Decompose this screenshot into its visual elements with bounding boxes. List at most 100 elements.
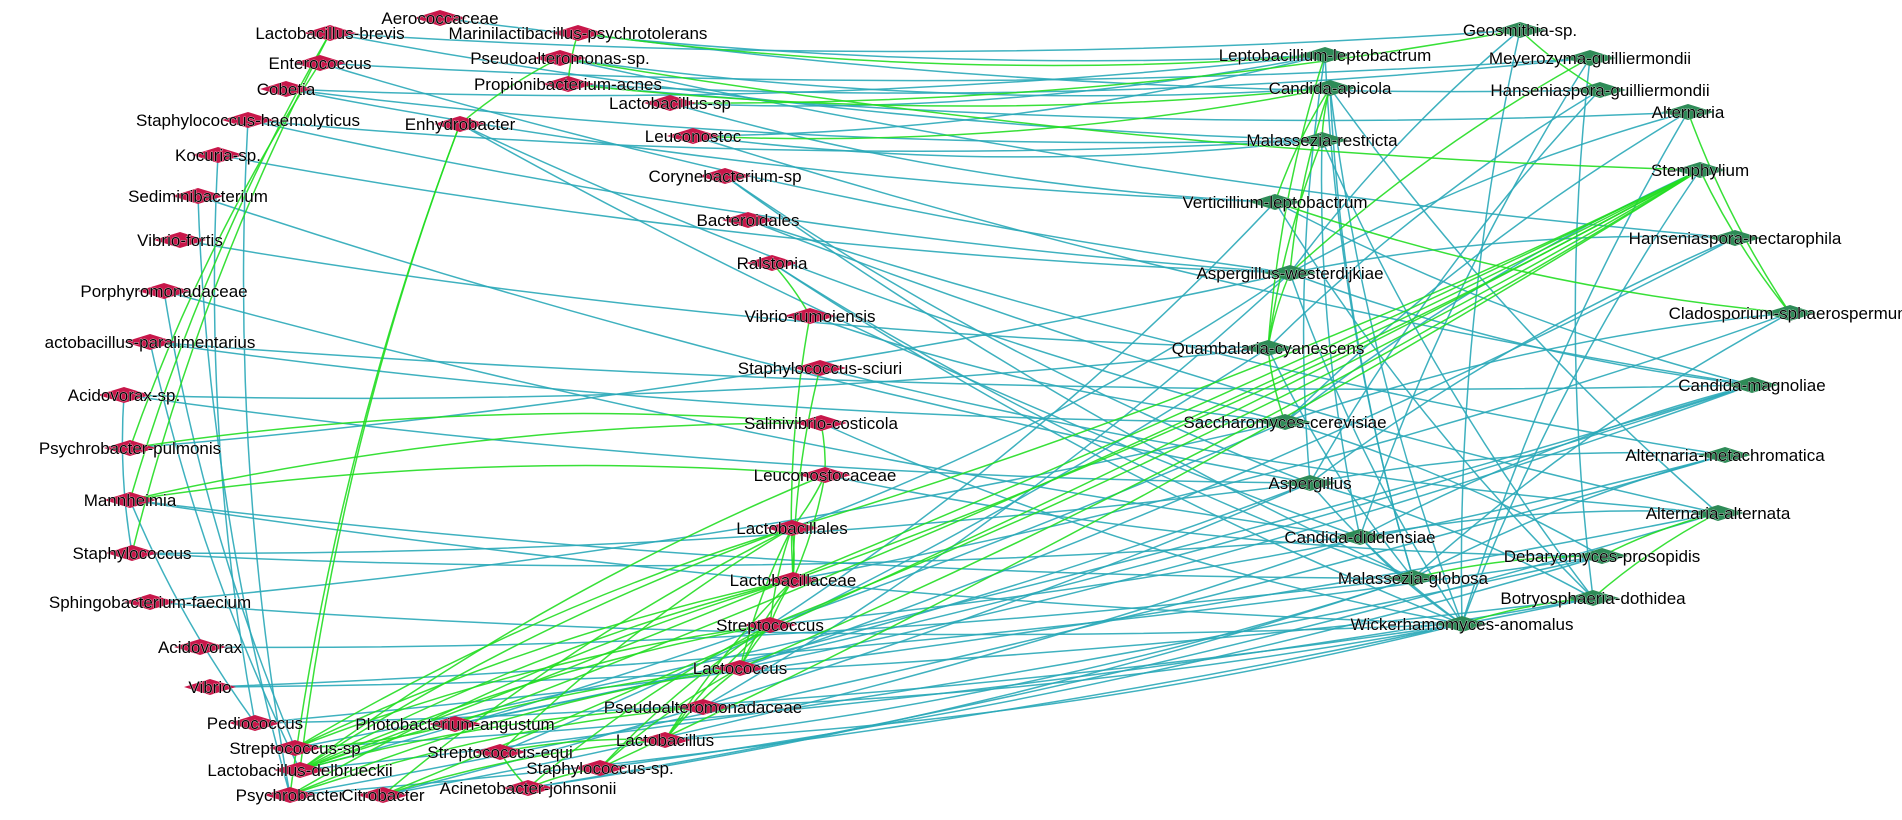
fungi-node[interactable] [1436, 616, 1488, 632]
bacteria-node-label: Streptococcus-equi [427, 743, 573, 762]
fungi-node[interactable] [1494, 22, 1546, 38]
fungi-node[interactable] [1576, 548, 1628, 564]
positive-edge-b10-b41 [299, 123, 461, 771]
fungi-node[interactable] [1674, 162, 1726, 178]
bacteria-node[interactable] [174, 639, 226, 655]
fungi-node[interactable] [1242, 340, 1294, 356]
negative-edge-b24-f11 [129, 272, 1291, 449]
bacteria-node[interactable] [304, 25, 356, 41]
fungi-node[interactable] [1296, 132, 1348, 148]
bacteria-node[interactable] [260, 81, 312, 97]
fungi-node[interactable] [1564, 50, 1616, 66]
bacteria-node[interactable] [784, 308, 836, 324]
bacteria-node[interactable] [192, 147, 244, 163]
bacteria-node[interactable] [98, 387, 150, 403]
bacteria-node[interactable] [552, 25, 604, 41]
bacteria-node[interactable] [639, 732, 691, 748]
negative-edge-b44-f19 [382, 536, 1361, 796]
bacteria-node[interactable] [644, 95, 696, 111]
bacteria-node[interactable] [699, 168, 751, 184]
bacteria-node[interactable] [154, 232, 206, 248]
fungi-node[interactable] [1284, 475, 1336, 491]
negative-edge-b19-f15 [809, 315, 1286, 423]
bacteria-node[interactable] [542, 76, 594, 92]
fungi-node[interactable] [1259, 414, 1311, 430]
bacteria-node-label: Lactococcus [693, 659, 788, 678]
fungi-node[interactable] [1699, 447, 1751, 463]
positive-edge-b25-b41 [299, 474, 826, 771]
bacteria-node[interactable] [124, 334, 176, 350]
fungi-node-label: Quambalaria-cyanescens [1172, 339, 1365, 358]
bacteria-node[interactable] [722, 212, 774, 228]
bacteria-node-label: Photobacterium-angustum [355, 715, 554, 734]
bacteria-node[interactable] [264, 787, 316, 803]
bacteria-node[interactable] [414, 10, 466, 26]
bacteria-node[interactable] [474, 744, 526, 760]
negative-edge-b18-b39 [163, 290, 296, 749]
fungi-node[interactable] [1692, 505, 1744, 521]
bacteria-node[interactable] [502, 780, 554, 796]
bacteria-node[interactable] [222, 112, 274, 128]
positive-edge-b29-b43 [289, 579, 794, 796]
negative-edge-b5-f10 [559, 57, 1736, 239]
bacteria-node-label: Acidovorax [158, 638, 243, 657]
fungi-node[interactable] [1334, 529, 1386, 545]
bacteria-node[interactable] [667, 128, 719, 144]
bacteria-node[interactable] [744, 617, 796, 633]
bacteria-node[interactable] [124, 594, 176, 610]
positive-edge-b4-b24 [129, 62, 321, 449]
bacteria-node[interactable] [795, 415, 847, 431]
bacteria-node[interactable] [138, 283, 190, 299]
bacteria-node[interactable] [429, 716, 481, 732]
negative-edge-b45-f18 [527, 512, 1719, 789]
fungi-node[interactable] [1567, 590, 1619, 606]
fungi-node-label: Hanseniaspora-guilliermondii [1490, 81, 1709, 100]
bacteria-node[interactable] [294, 55, 346, 71]
bacteria-node[interactable] [766, 520, 818, 536]
fungi-node[interactable] [1299, 47, 1351, 63]
bacteria-node[interactable] [106, 545, 158, 561]
negative-edge-b31-f16 [769, 454, 1726, 626]
bacteria-node-label: Aerococcaceae [381, 9, 498, 28]
positive-edge-b33-b43 [289, 667, 741, 796]
bacteria-node[interactable] [172, 188, 224, 204]
bacteria-node-label: Lactobacillus-delbrueckii [207, 761, 392, 780]
bacteria-node[interactable] [357, 787, 409, 803]
bacteria-node-label: Vibrio [188, 678, 231, 697]
bacteria-node[interactable] [677, 699, 729, 715]
fungi-node[interactable] [1264, 265, 1316, 281]
bacteria-node[interactable] [794, 360, 846, 376]
bacteria-node[interactable] [767, 572, 819, 588]
fungi-node-label: Malassezia-globosa [1338, 569, 1489, 588]
bacteria-node[interactable] [534, 50, 586, 66]
bacteria-node-label: Citrobacter [341, 786, 424, 805]
fungi-node[interactable] [1764, 305, 1816, 321]
bacteria-node-label: Staphylococcus [72, 544, 191, 563]
fungi-node-label: Stemphylium [1651, 161, 1749, 180]
fungi-node[interactable] [1726, 377, 1778, 393]
fungi-node[interactable] [1709, 230, 1761, 246]
bacteria-node[interactable] [184, 679, 236, 695]
fungi-node[interactable] [1249, 194, 1301, 210]
bacteria-node[interactable] [434, 116, 486, 132]
negative-edge-b39-f14 [294, 384, 1753, 749]
bacteria-node[interactable] [274, 762, 326, 778]
bacteria-node[interactable] [746, 255, 798, 271]
bacteria-node[interactable] [269, 740, 321, 756]
bacteria-node[interactable] [104, 440, 156, 456]
negative-edge-b40-f13 [499, 347, 1269, 753]
bacteria-node[interactable] [799, 467, 851, 483]
bacteria-node[interactable] [229, 715, 281, 731]
negative-edge-f11-f14 [1289, 272, 1753, 386]
bacteria-node[interactable] [714, 660, 766, 676]
negative-edge-f16-f21 [1412, 454, 1726, 579]
bacteria-node-label: Bacteroidales [696, 211, 799, 230]
negative-edge-f5-f17 [1309, 89, 1601, 484]
fungi-node[interactable] [1574, 82, 1626, 98]
fungi-node[interactable] [1662, 104, 1714, 120]
bacteria-node[interactable] [104, 492, 156, 508]
fungi-node[interactable] [1387, 570, 1439, 586]
positive-edge-b33-b41 [299, 667, 741, 771]
bacteria-node[interactable] [574, 760, 626, 776]
fungi-node[interactable] [1304, 80, 1356, 96]
